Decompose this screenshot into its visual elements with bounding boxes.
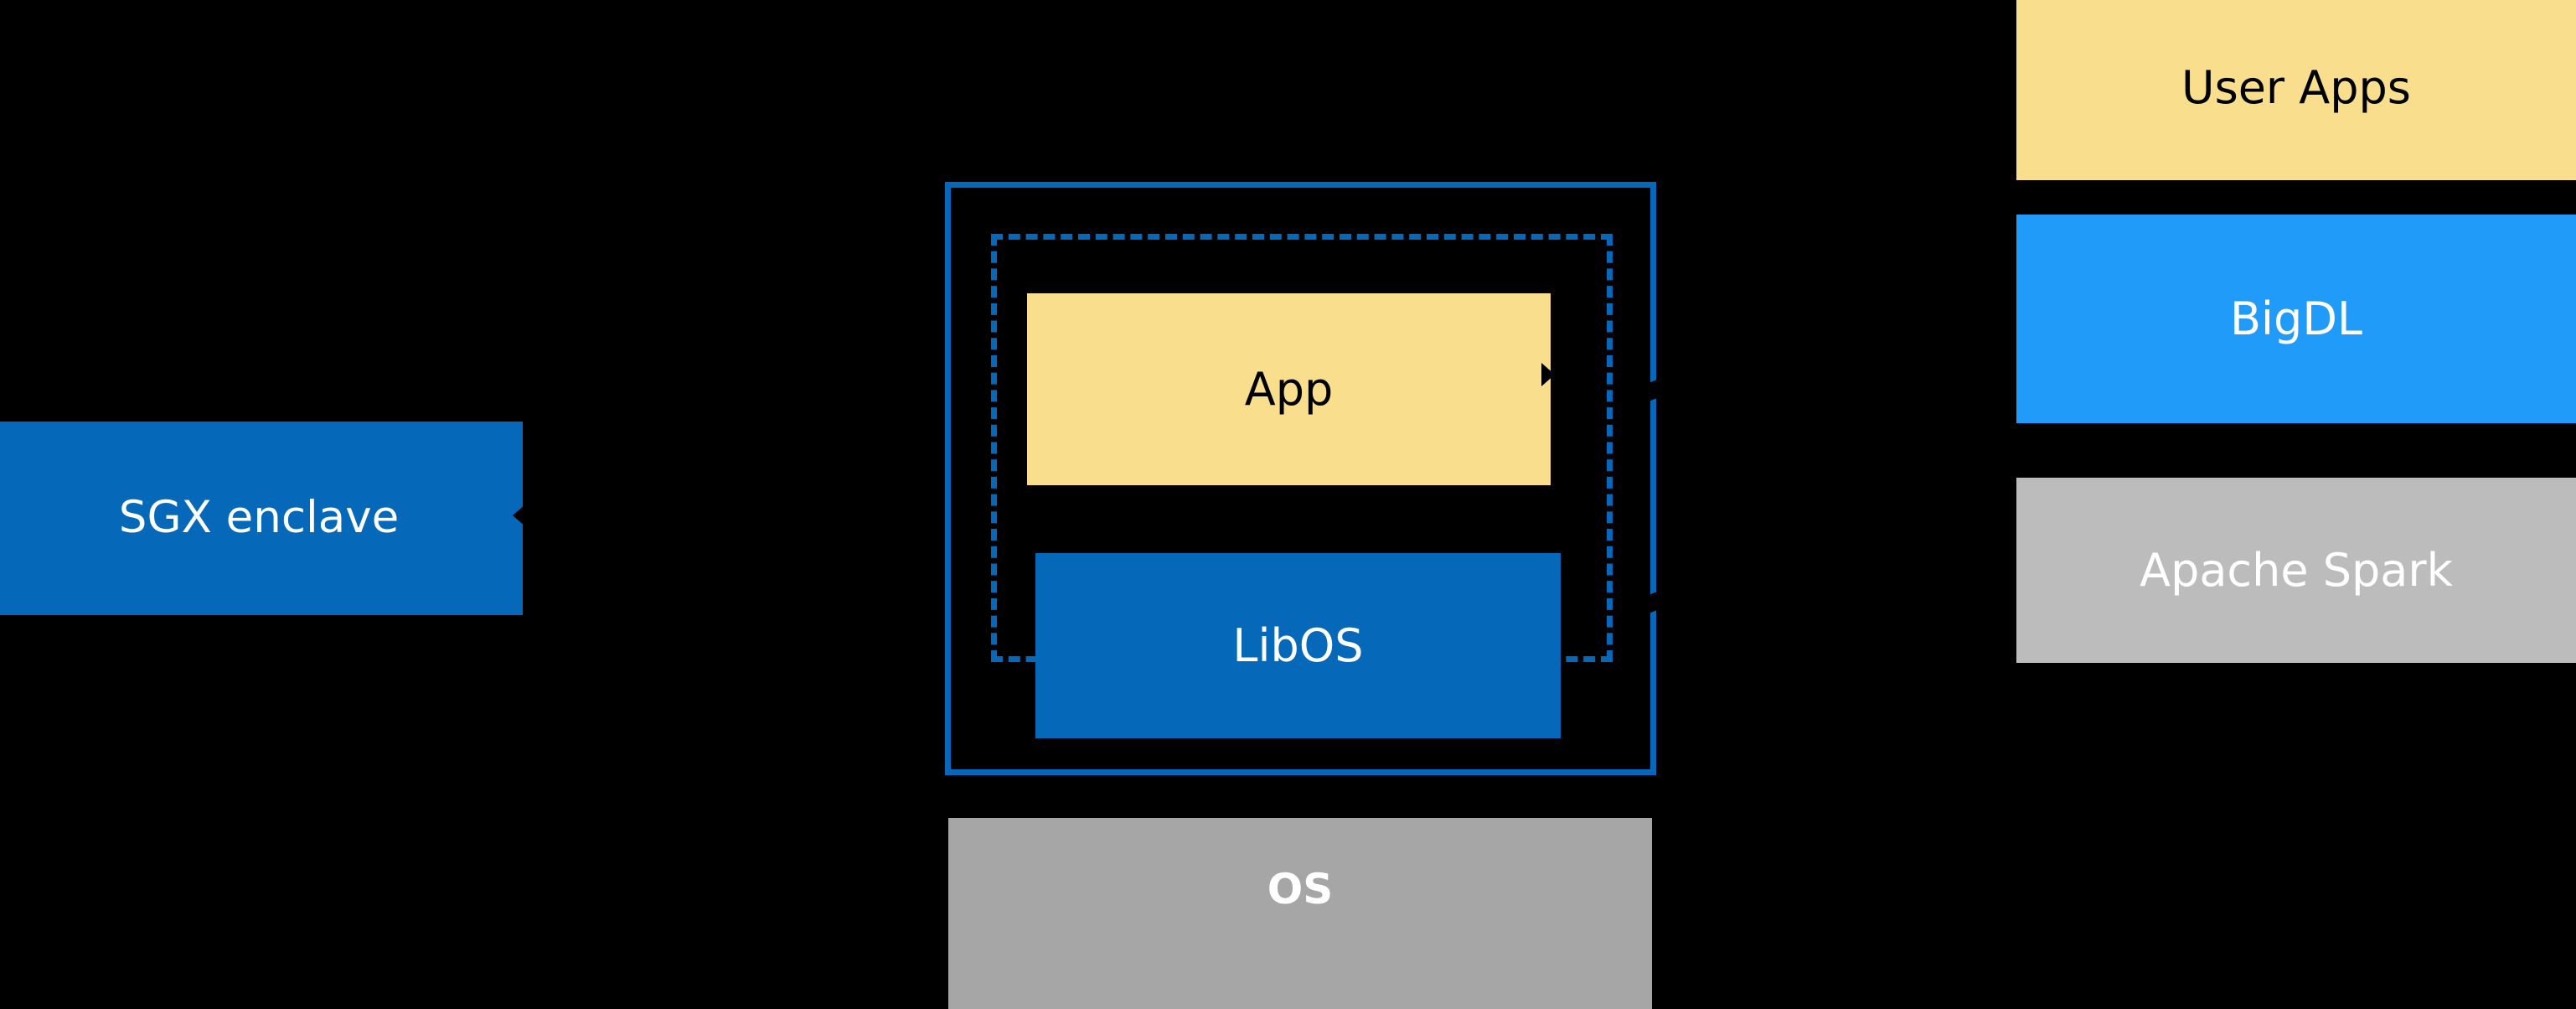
enclave-boundary-frame xyxy=(945,182,1656,775)
os-label: OS xyxy=(1267,865,1334,913)
app-to-user-apps-arrow-icon xyxy=(1541,363,1555,386)
bigdl-box: BigDL xyxy=(2016,215,2576,423)
user-apps-box: User Apps xyxy=(2016,0,2576,180)
os-box: OS xyxy=(948,818,1652,1009)
app-label: App xyxy=(1244,362,1334,416)
sgx-enclave-box: SGX enclave xyxy=(0,422,523,615)
libos-label: LibOS xyxy=(1232,618,1364,672)
enclave-to-sgx-arrow-icon xyxy=(513,504,526,527)
apache-spark-box: Apache Spark xyxy=(2016,478,2576,663)
enclave-frame-notch-lower xyxy=(1647,591,1659,614)
sgx-enclave-label: SGX enclave xyxy=(118,492,400,544)
libos-box: LibOS xyxy=(1035,553,1561,738)
bigdl-label: BigDL xyxy=(2230,292,2362,345)
apache-spark-label: Apache Spark xyxy=(2140,543,2453,597)
user-apps-label: User Apps xyxy=(2181,60,2411,114)
enclave-frame-notch-upper xyxy=(1647,379,1659,402)
app-box: App xyxy=(1027,293,1551,485)
